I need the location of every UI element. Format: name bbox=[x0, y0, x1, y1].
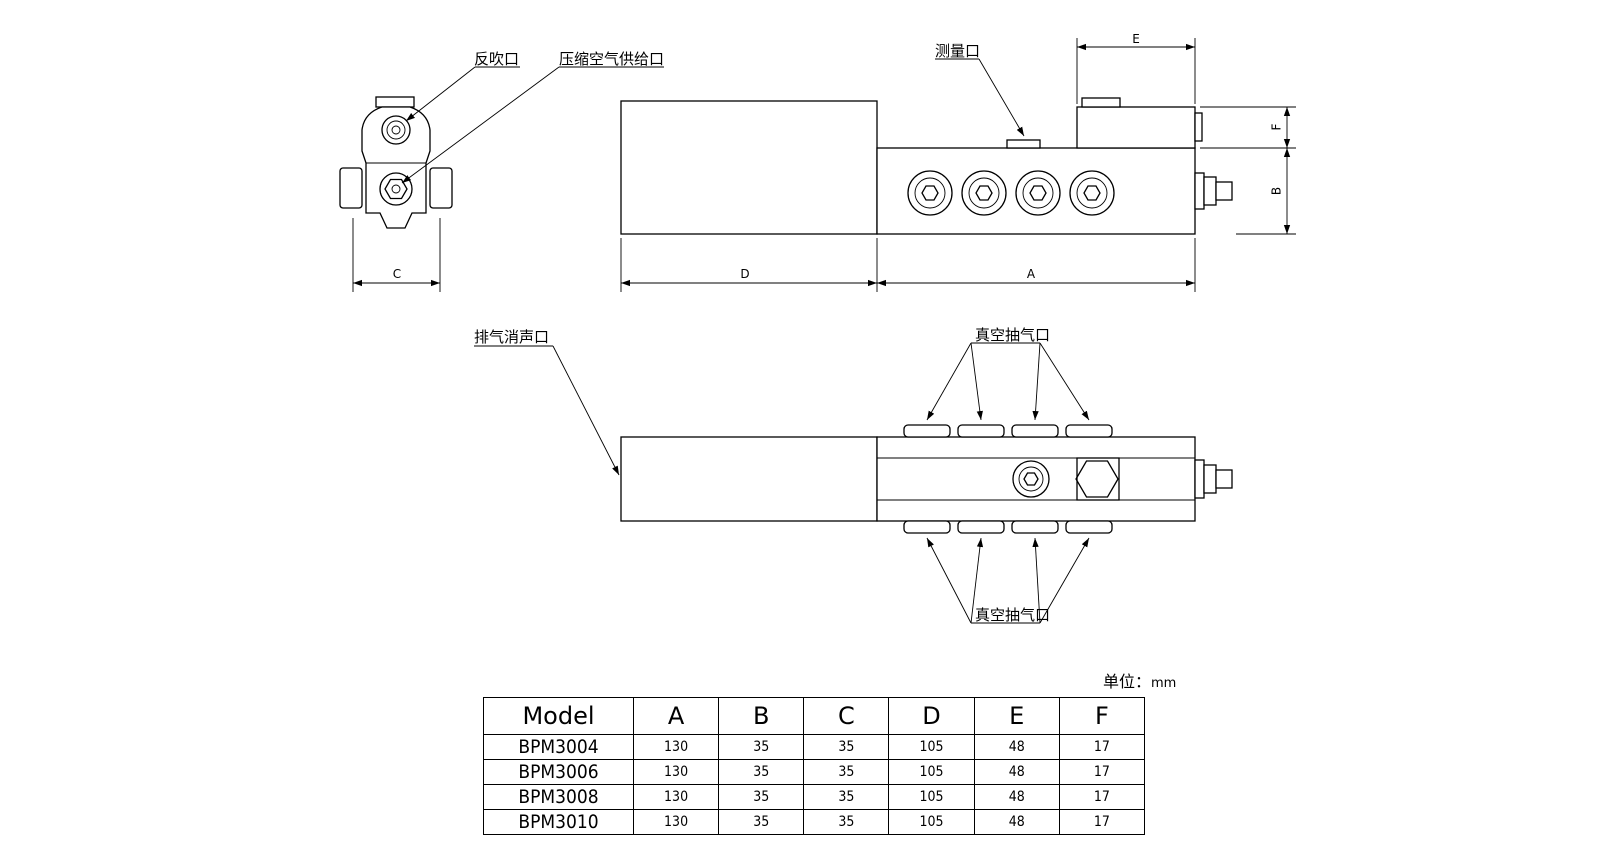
dim-f-label: F bbox=[1270, 123, 1284, 130]
measure-port-label: 测量口 bbox=[935, 42, 980, 60]
header-f: F bbox=[1058, 697, 1146, 735]
header-d: D bbox=[888, 697, 975, 735]
cell-c: 35 bbox=[803, 809, 890, 835]
cell-f: 17 bbox=[1058, 784, 1146, 810]
dim-d-label: D bbox=[740, 267, 749, 281]
cell-a: 130 bbox=[632, 784, 720, 810]
cell-a: 130 bbox=[632, 809, 720, 835]
cell-b: 35 bbox=[718, 759, 805, 785]
unit-value: mm bbox=[1151, 676, 1177, 691]
unit-label: 单位： bbox=[1103, 672, 1152, 691]
vacuum-port-top-label: 真空抽气口 bbox=[975, 326, 1050, 344]
dim-b-label: B bbox=[1270, 187, 1284, 195]
cell-model: BPM3004 bbox=[483, 734, 634, 760]
cell-e: 48 bbox=[973, 809, 1060, 835]
cell-f: 17 bbox=[1058, 734, 1146, 760]
header-model: Model bbox=[483, 697, 634, 735]
table-row: BPM3004 130 35 35 105 48 17 bbox=[483, 734, 1146, 760]
end-view: C 反吹口 压缩空气供给口 bbox=[339, 50, 664, 292]
cell-e: 48 bbox=[973, 734, 1060, 760]
blowback-port-label: 反吹口 bbox=[474, 50, 519, 68]
front-bolt-row bbox=[907, 170, 1115, 216]
cell-c: 35 bbox=[803, 759, 890, 785]
header-b: B bbox=[718, 697, 805, 735]
cell-a: 130 bbox=[632, 734, 720, 760]
cell-d: 105 bbox=[888, 784, 975, 810]
dim-c-label: C bbox=[393, 267, 401, 281]
table-row: BPM3008 130 35 35 105 48 17 bbox=[483, 784, 1146, 810]
table-row: BPM3006 130 35 35 105 48 17 bbox=[483, 759, 1146, 785]
cell-b: 35 bbox=[718, 734, 805, 760]
dim-e-label: E bbox=[1132, 32, 1140, 46]
dim-a-label: A bbox=[1027, 267, 1036, 281]
cell-d: 105 bbox=[888, 734, 975, 760]
cell-b: 35 bbox=[718, 809, 805, 835]
exhaust-port-label: 排气消声口 bbox=[474, 328, 549, 346]
cell-d: 105 bbox=[888, 809, 975, 835]
header-a: A bbox=[632, 697, 720, 735]
cell-model: BPM3006 bbox=[483, 759, 634, 785]
top-view: 排气消声口 真空抽气口 真空抽气口 bbox=[474, 326, 1233, 624]
header-c: C bbox=[803, 697, 890, 735]
cell-f: 17 bbox=[1058, 809, 1146, 835]
cell-c: 35 bbox=[803, 784, 890, 810]
cell-e: 48 bbox=[973, 784, 1060, 810]
unit-note: 单位：mm bbox=[1103, 668, 1176, 692]
front-view: 测量口 D A E F B bbox=[620, 32, 1296, 292]
cell-model: BPM3010 bbox=[483, 809, 634, 835]
cell-a: 130 bbox=[632, 759, 720, 785]
header-e: E bbox=[973, 697, 1060, 735]
compressed-air-port-label: 压缩空气供给口 bbox=[559, 50, 664, 68]
cell-e: 48 bbox=[973, 759, 1060, 785]
spec-table-header: Model A B C D E F bbox=[483, 697, 1146, 735]
table-row: BPM3010 130 35 35 105 48 17 bbox=[483, 809, 1146, 835]
cell-f: 17 bbox=[1058, 759, 1146, 785]
cell-c: 35 bbox=[803, 734, 890, 760]
cell-b: 35 bbox=[718, 784, 805, 810]
spec-table: Model A B C D E F BPM3004 130 35 35 105 … bbox=[483, 697, 1146, 835]
cell-d: 105 bbox=[888, 759, 975, 785]
cell-model: BPM3008 bbox=[483, 784, 634, 810]
vacuum-port-bottom-label: 真空抽气口 bbox=[975, 606, 1050, 624]
